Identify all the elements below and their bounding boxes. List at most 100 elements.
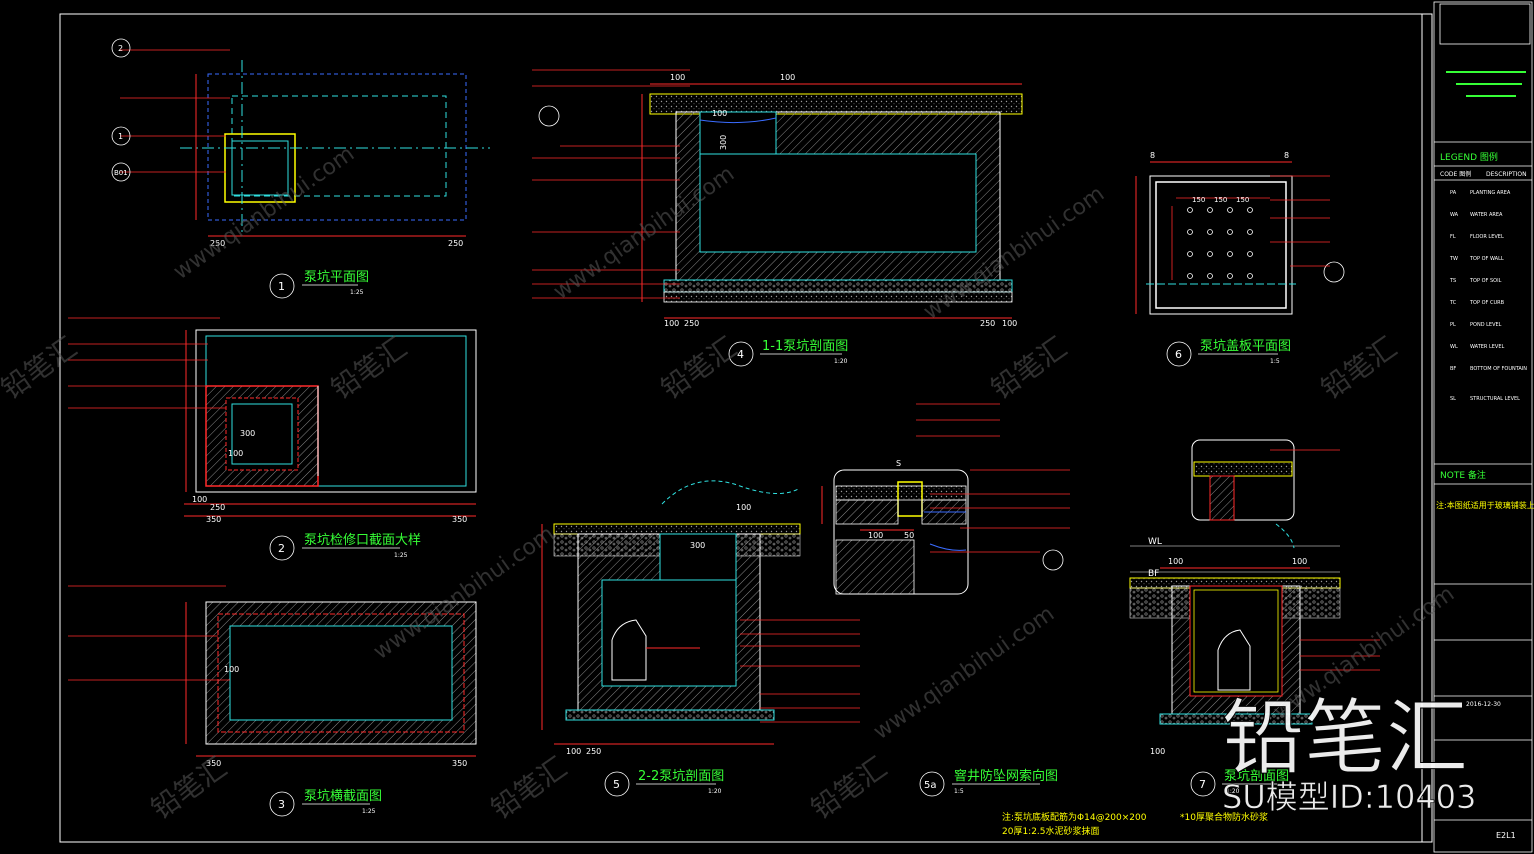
note-bottom-1: 注:泵坑底板配筋为Φ14@200×200 — [1002, 811, 1147, 823]
title-4-num: 4 — [737, 348, 744, 361]
dim-7-b: 100 — [1292, 557, 1307, 566]
dim-4-f: 250 — [684, 319, 699, 328]
title-block — [1433, 1, 1533, 853]
title-2-scale: 1:25 — [394, 552, 408, 559]
dim-4-e: 100 — [664, 319, 679, 328]
dim-6-b: 8 — [1284, 151, 1289, 160]
marker-s: S — [896, 459, 901, 468]
legend-item-desc: WATER AREA — [1470, 212, 1503, 218]
note-text: 注:本图纸适用于玻璃铺装上泵坑做法 — [1436, 500, 1534, 510]
watermark-brand-small: 铅笔汇 — [805, 751, 893, 826]
title-3-num: 3 — [278, 798, 285, 811]
dim-4-d: 300 — [719, 135, 728, 150]
legend-item-desc: TOP OF CURB — [1469, 300, 1505, 306]
watermark-brand-small: 铅笔汇 — [655, 331, 743, 406]
drawing-2-plan — [184, 329, 477, 517]
dim-3-c: 350 — [452, 759, 467, 768]
titleblock-date: 2016-12-30 — [1466, 701, 1501, 708]
dim-2-d: 350 — [452, 515, 467, 524]
legend-item-code: TS — [1449, 278, 1456, 284]
legend-item-desc: FLOOR LEVEL — [1470, 234, 1504, 240]
marker-detail: B01 — [114, 169, 128, 177]
dim-6-d: 150 — [1214, 196, 1227, 204]
dim-5-b: 100 — [566, 747, 581, 756]
dim-3-b: 350 — [206, 759, 221, 768]
title-7-scale: 1:20 — [1226, 788, 1240, 795]
legend-item-desc: PLANTING AREA — [1470, 190, 1511, 196]
titleblock-sheet: E2L1 — [1496, 831, 1516, 840]
dim-2-c: 350 — [206, 515, 221, 524]
drawing-3-section — [185, 601, 477, 757]
legend-code-header: CODE 图例 — [1440, 170, 1471, 178]
legend-item-code: TW — [1449, 256, 1458, 262]
dim-2-e: 300 — [240, 429, 255, 438]
note-title: NOTE 备注 — [1440, 469, 1486, 481]
drawing-5-section — [541, 480, 801, 745]
title-4-scale: 1:20 — [834, 358, 848, 365]
dim-4-g: 250 — [980, 319, 995, 328]
drawing-4-section — [641, 83, 1023, 319]
dim-1-b: 250 — [448, 239, 463, 248]
title-3-label: 泵坑横截面图 — [304, 789, 382, 804]
drawing-1-leaders — [120, 49, 230, 173]
dim-4-b: 100 — [780, 73, 795, 82]
cover-holes — [1187, 207, 1253, 279]
title-2-label: 泵坑检修口截面大样 — [304, 533, 421, 548]
dim-4-a: 100 — [670, 73, 685, 82]
title-6-num: 6 — [1175, 348, 1182, 361]
title-2-num: 2 — [278, 542, 285, 555]
title-4-label: 1-1泵坑剖面图 — [762, 339, 848, 354]
legend-item-desc: TOP OF WALL — [1469, 256, 1504, 262]
watermark-brand-small: 铅笔汇 — [145, 751, 233, 826]
dim-3-a: 100 — [224, 665, 239, 674]
legend-item-code: FL — [1450, 234, 1456, 240]
watermark-site: www.qianbihui.com — [169, 141, 359, 285]
legend-item-code: PL — [1450, 322, 1456, 328]
dim-5a-b: 50 — [904, 531, 914, 540]
marker-wl: WL — [1148, 537, 1162, 547]
marker-sec11-a: 1 — [118, 132, 123, 141]
dim-5-d: 100 — [736, 503, 751, 512]
legend-item-code: SL — [1450, 396, 1456, 402]
dim-2-a: 100 — [192, 495, 207, 504]
drawing-5a-detail — [821, 469, 969, 595]
drawing-6-cover — [1135, 161, 1296, 315]
legend-item-desc: BOTTOM OF FOUNTAIN — [1470, 366, 1527, 372]
dim-4-c: 100 — [712, 109, 727, 118]
watermark-brand: 铅笔汇 — [1222, 691, 1468, 786]
legend-item-desc: POND LEVEL — [1470, 322, 1502, 328]
legend-item-desc: TOP OF SOIL — [1469, 278, 1502, 284]
marker-sec22-a: 2 — [118, 44, 123, 53]
title-5a-num: 5a — [924, 780, 937, 791]
title-5-label: 2-2泵坑剖面图 — [638, 769, 724, 784]
sheet-frame — [59, 13, 1433, 843]
title-6-scale: 1:5 — [1270, 358, 1280, 365]
dim-5a-a: 100 — [868, 531, 883, 540]
legend-item-code: BF — [1450, 366, 1456, 372]
watermark-model-id: SU模型ID:10403 — [1222, 778, 1476, 816]
dim-5-c: 250 — [586, 747, 601, 756]
watermark-brand-small: 铅笔汇 — [0, 331, 83, 406]
dim-1-a: 250 — [210, 239, 225, 248]
dim-2-f: 100 — [228, 449, 243, 458]
title-5-scale: 1:20 — [708, 788, 722, 795]
dim-5-a: 300 — [690, 541, 705, 550]
title-1-scale: 1:25 — [350, 289, 364, 296]
watermark-brand-small: 铅笔汇 — [325, 331, 413, 406]
legend-items: PA PLANTING AREA WA WATER AREA FL FLOOR … — [1449, 190, 1527, 402]
marker-bf: BF — [1148, 569, 1159, 579]
legend-item-code: WA — [1450, 212, 1459, 218]
company-lines — [1446, 71, 1526, 97]
legend-title: LEGEND 图例 — [1440, 151, 1498, 163]
note-bottom-3: *10厚聚合物防水砂浆 — [1180, 811, 1268, 823]
watermark-brand-small: 铅笔汇 — [985, 331, 1073, 406]
title-7-label: 泵坑剖面图 — [1224, 769, 1289, 784]
dim-6-e: 150 — [1236, 196, 1249, 204]
dim-4-h: 100 — [1002, 319, 1017, 328]
title-1-num: 1 — [278, 280, 285, 293]
legend-item-desc: WATER LEVEL — [1470, 344, 1505, 350]
title-5a-label: 窨井防坠网索向图 — [954, 768, 1058, 784]
title-7-num: 7 — [1199, 778, 1206, 791]
dim-7-c: 100 — [1150, 747, 1165, 756]
